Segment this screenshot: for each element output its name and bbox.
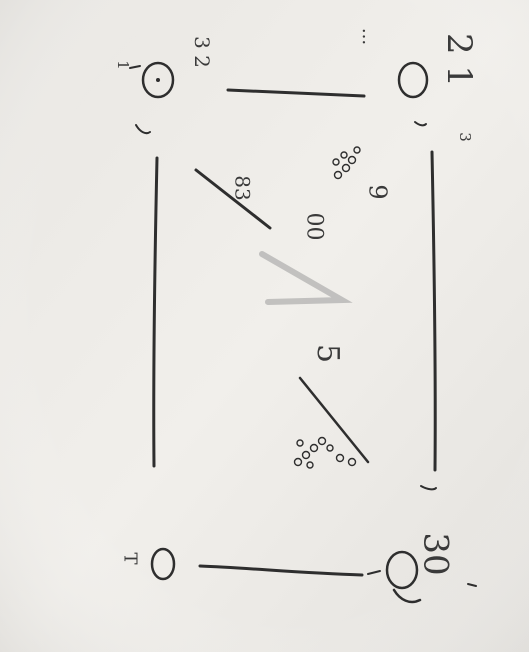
top-left-sup-label: 1	[113, 60, 132, 70]
bubble-cluster-upper	[332, 146, 361, 180]
circle-bottom-right	[385, 550, 419, 590]
mid-label: 00	[301, 212, 327, 241]
bottom-line	[198, 564, 364, 577]
diagonal-upper-label: 83	[230, 175, 255, 201]
top-line	[226, 88, 366, 98]
right-line	[430, 150, 437, 472]
top-left-number-label: 3 2	[189, 36, 214, 68]
top-right-number-label: 2 1	[439, 32, 480, 88]
bubble-cluster-lower	[293, 436, 357, 469]
bottom-strip	[0, 652, 529, 664]
top-right-sup-label: 3	[455, 132, 474, 142]
diagonal-upper	[194, 168, 272, 230]
circle-bottom-left	[150, 547, 176, 581]
bottom-left-label: T	[119, 552, 141, 565]
bottom-right-number-label: 30	[415, 532, 456, 576]
center-number-label: 5	[310, 343, 346, 364]
center-scribble	[259, 251, 353, 305]
circle-top-left	[141, 61, 175, 99]
circle-top-right	[397, 61, 429, 99]
right-number-label: 9	[363, 184, 392, 200]
left-line	[152, 156, 159, 468]
top-right-ellipsis: ...	[358, 27, 380, 46]
diagonal-lower	[298, 376, 370, 464]
